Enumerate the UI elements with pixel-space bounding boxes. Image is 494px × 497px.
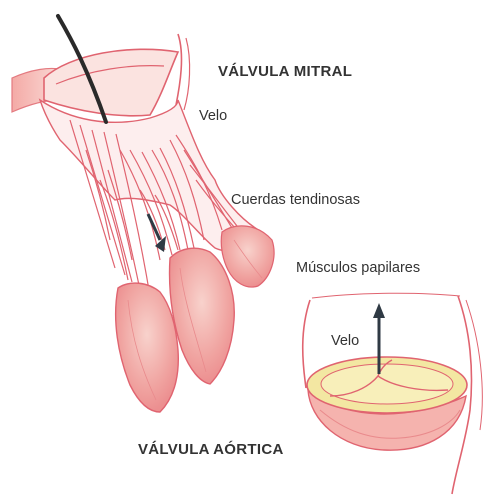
aortic-cusps-inner: [321, 364, 453, 404]
aortic-wall-right-outer: [466, 300, 482, 430]
mitral-valve-title: VÁLVULA MITRAL: [218, 63, 352, 80]
leaflet-label-mitral: Velo: [199, 108, 227, 124]
papillary-muscles-label: Músculos papilares: [296, 260, 420, 276]
chordae-label: Cuerdas tendinosas: [231, 192, 360, 208]
flow-arrow-mitral: [148, 214, 166, 252]
mitral-wall: [176, 34, 182, 105]
papillary-muscle-left: [116, 283, 179, 412]
mitral-wall-outer: [184, 38, 190, 110]
aortic-valve: [303, 293, 483, 494]
leaflet-label-aortic: Velo: [331, 333, 359, 349]
aortic-wall-left: [303, 300, 310, 388]
aortic-wall-top: [312, 293, 460, 298]
aortic-valve-title: VÁLVULA AÓRTICA: [138, 441, 284, 458]
mitral-annulus: [44, 49, 178, 115]
papillary-muscle-center: [170, 248, 235, 384]
papillary-muscle-right: [221, 226, 274, 287]
